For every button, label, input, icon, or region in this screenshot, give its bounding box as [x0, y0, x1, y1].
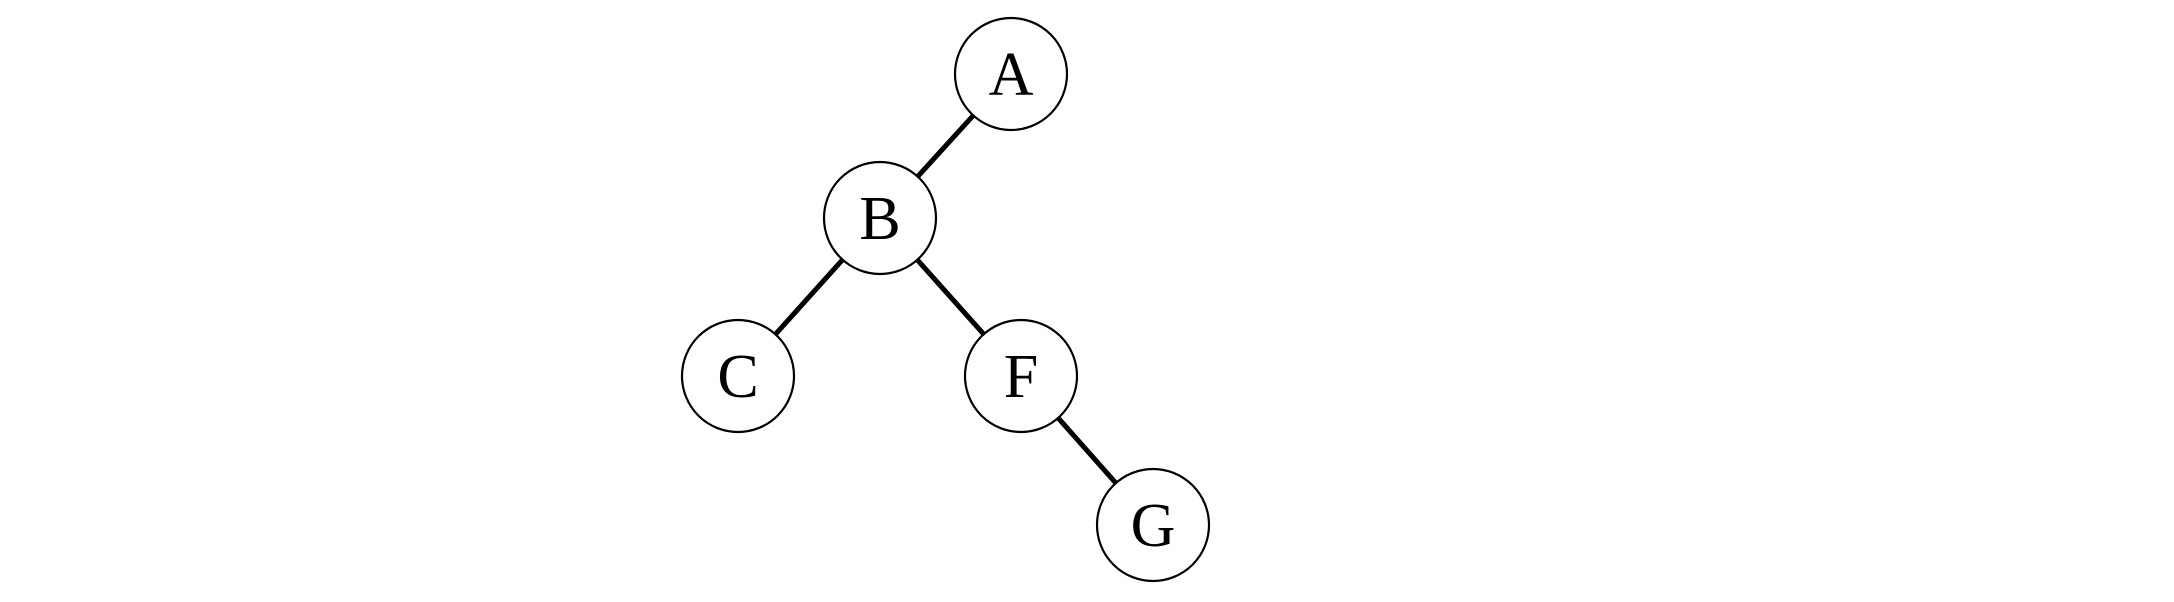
graph-node-label-c: C	[717, 343, 758, 411]
graph-node-f[interactable]: F	[963, 318, 1079, 434]
graph-node-circle-c	[680, 318, 796, 434]
graph-node-label-g: G	[1131, 492, 1176, 560]
graph-node-label-f: F	[1004, 343, 1038, 411]
graph-node-b[interactable]: B	[822, 160, 938, 276]
graph-node-label-b: B	[859, 185, 900, 253]
graph-node-a[interactable]: A	[953, 16, 1069, 132]
graph-edge-f-g	[1056, 416, 1118, 485]
graph-node-circle-a	[953, 16, 1069, 132]
graph-edge-b-f	[915, 258, 986, 336]
graph-edge-a-b	[915, 113, 976, 179]
graph-node-circle-b	[822, 160, 938, 276]
edges-layer	[773, 113, 1118, 485]
nodes-layer: A B C F G	[680, 16, 1211, 583]
graph-node-label-a: A	[989, 41, 1034, 109]
graph-node-g[interactable]: G	[1095, 467, 1211, 583]
graph-node-circle-f	[963, 318, 1079, 434]
graph-node-c[interactable]: C	[680, 318, 796, 434]
graph-node-circle-g	[1095, 467, 1211, 583]
graph-edge-b-c	[773, 257, 845, 337]
